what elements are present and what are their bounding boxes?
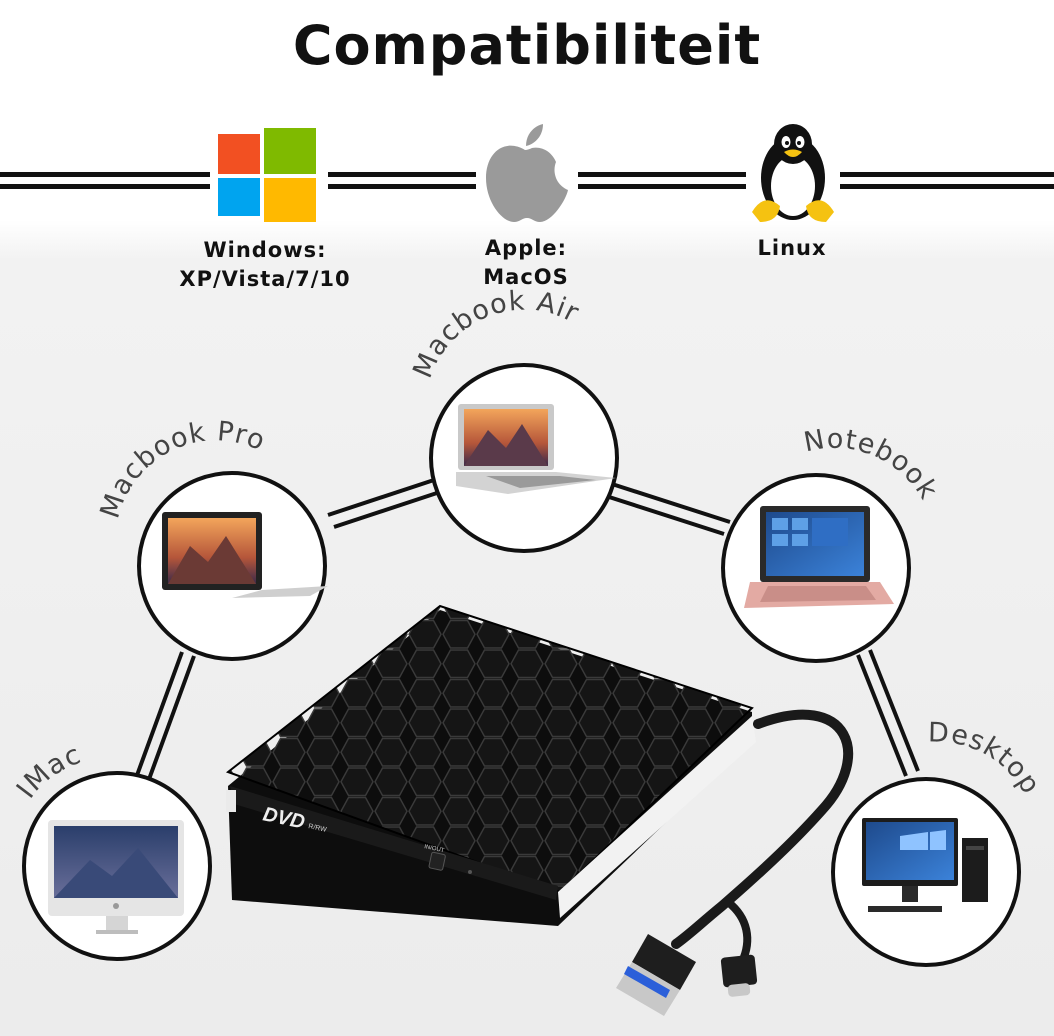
apple-label: Apple: MacOS xyxy=(440,234,612,292)
usb-c-connector xyxy=(720,954,758,997)
linux-label: Linux xyxy=(712,234,872,263)
windows-label-line1: Windows: xyxy=(203,238,327,262)
device-circle-desktop xyxy=(831,777,1021,967)
os-rail-segment xyxy=(328,184,476,189)
os-rail-segment xyxy=(840,184,1054,189)
device-circle-macbook-air xyxy=(429,363,619,553)
external-dvd-drive: DVD R/RW IN/OUT xyxy=(225,604,756,926)
os-rail-segment xyxy=(328,172,476,177)
eject-button[interactable] xyxy=(428,851,446,871)
windows-label-line2: XP/Vista/7/10 xyxy=(179,267,351,291)
device-circle-imac xyxy=(22,771,212,961)
os-rail-segment xyxy=(578,172,746,177)
apple-label-line1: Apple: xyxy=(484,236,568,260)
page-title: Compatibiliteit xyxy=(292,14,762,77)
os-rail-segment xyxy=(0,184,210,189)
dvd-brand-sub: R/RW xyxy=(308,823,328,834)
eject-button-label: IN/OUT xyxy=(424,844,445,854)
usb-a-connector xyxy=(616,934,696,1016)
tux-penguin-icon xyxy=(752,124,834,222)
os-rail-segment xyxy=(0,172,210,177)
linux-label-line1: Linux xyxy=(757,236,827,260)
device-circle-macbook-pro xyxy=(137,471,328,661)
os-rail-segment xyxy=(578,184,746,189)
connector-lines xyxy=(134,476,920,783)
windows-label: Windows: XP/Vista/7/10 xyxy=(150,236,380,294)
os-rail-segment xyxy=(840,172,1054,177)
device-circle-notebook xyxy=(721,473,911,663)
windows-logo-icon xyxy=(218,128,316,222)
apple-logo-icon xyxy=(486,124,568,222)
apple-label-line2: MacOS xyxy=(483,265,569,289)
